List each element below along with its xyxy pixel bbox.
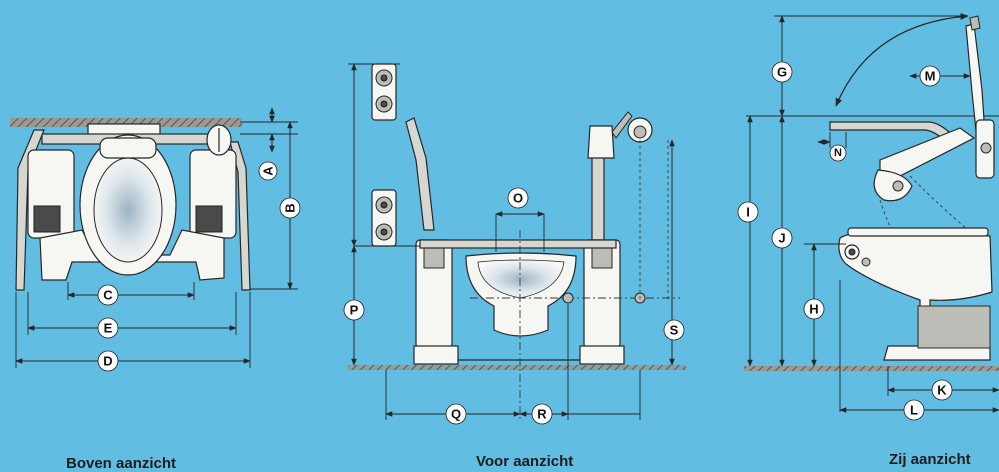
top-view: A B C E D: [10, 107, 301, 372]
top-wall: [10, 118, 242, 127]
svg-text:B: B: [283, 203, 298, 212]
svg-text:L: L: [910, 403, 918, 418]
top-left-foot: [33, 205, 61, 233]
svg-text:K: K: [937, 383, 947, 398]
svg-text:H: H: [809, 302, 818, 317]
dimension-badge-q: Q: [445, 403, 467, 425]
svg-text:A: A: [261, 166, 276, 176]
dimension-badge-p: P: [343, 299, 365, 321]
svg-text:S: S: [670, 323, 679, 338]
dimension-badge-i: I: [737, 201, 759, 223]
side-view: G M N I J H K L: [737, 13, 999, 421]
dimension-badge-n: N: [829, 144, 847, 162]
front-left-foot: [413, 345, 459, 365]
top-right-armrest: [229, 141, 251, 291]
dimension-badge-c: C: [97, 284, 119, 306]
svg-text:E: E: [104, 321, 113, 336]
side-tilted-lid: [879, 127, 976, 177]
side-seat: [847, 227, 989, 237]
svg-text:M: M: [925, 69, 936, 84]
svg-text:I: I: [746, 205, 750, 220]
dimension-badge-h: H: [803, 298, 825, 320]
front-left-armrest: [405, 117, 435, 231]
svg-text:C: C: [103, 288, 113, 303]
top-view-caption: Boven aanzicht: [66, 455, 177, 472]
dimension-badge-a: A: [258, 161, 278, 181]
dimension-badge-k: K: [931, 379, 953, 401]
dimension-badge-l: L: [903, 399, 925, 421]
top-right-foot: [195, 205, 223, 233]
front-top-rail: [419, 239, 617, 249]
svg-text:D: D: [103, 354, 112, 369]
dimension-badge-g: G: [771, 61, 793, 83]
dimension-badge-j: J: [771, 227, 793, 249]
dimension-badge-s: S: [663, 319, 685, 341]
front-right-handle: [587, 125, 615, 159]
side-view-caption: Zij aanzicht: [889, 451, 971, 468]
dimension-badge-m: M: [919, 65, 941, 87]
top-left-armrest: [15, 129, 45, 291]
dimension-badge-b: B: [279, 197, 301, 219]
top-lid-hinge: [99, 137, 157, 159]
dimension-badge-d: D: [97, 350, 119, 372]
svg-text:O: O: [513, 191, 523, 206]
svg-text:P: P: [350, 303, 359, 318]
front-right-foot: [579, 345, 625, 365]
front-right-post: [591, 149, 605, 241]
svg-text:R: R: [537, 407, 547, 422]
svg-text:N: N: [834, 147, 842, 159]
front-view-caption: Voor aanzicht: [476, 453, 574, 470]
svg-text:Q: Q: [451, 407, 461, 422]
dimension-badge-r: R: [531, 403, 553, 425]
dimension-badge-e: E: [97, 317, 119, 339]
svg-text:J: J: [778, 231, 785, 246]
top-toilet-bowl: [93, 157, 163, 263]
svg-text:G: G: [777, 65, 787, 80]
side-floor: [744, 366, 999, 371]
dimension-badge-o: O: [507, 187, 529, 209]
front-floor: [348, 365, 686, 370]
front-view: O P S Q R: [343, 63, 686, 425]
